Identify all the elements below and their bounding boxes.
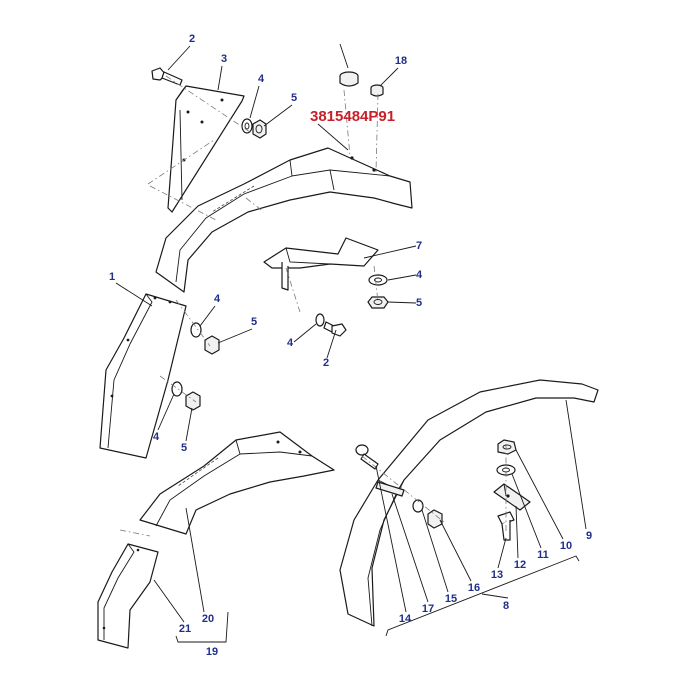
callout-c-4b: 4 bbox=[416, 269, 423, 281]
washer-part-4-left-bottom bbox=[171, 381, 183, 397]
callout-c-1: 1 bbox=[109, 271, 115, 283]
highlighted-part-number: 3815484P91 bbox=[310, 108, 395, 125]
washer-part-4-right bbox=[368, 274, 388, 286]
callout-c-4a: 4 bbox=[258, 73, 265, 85]
callout-c-13: 13 bbox=[491, 569, 503, 581]
callout-c-11: 11 bbox=[537, 549, 549, 561]
nut-part-10 bbox=[497, 439, 517, 455]
mounting-bracket-part-3 bbox=[167, 85, 245, 213]
fender-extension-part-1 bbox=[99, 293, 187, 459]
bolt-part-14 bbox=[355, 444, 379, 470]
callout-c-5b: 5 bbox=[416, 297, 422, 309]
rear-fender-assembly bbox=[155, 147, 413, 293]
cap-part-18-right bbox=[370, 84, 384, 97]
washer-part-15 bbox=[412, 499, 424, 513]
callout-c-5d: 5 bbox=[181, 442, 187, 454]
callout-c-19: 19 bbox=[206, 646, 218, 658]
nut-part-5-left-bottom bbox=[185, 391, 201, 411]
callout-c-14: 14 bbox=[399, 613, 412, 625]
callout-c-7: 7 bbox=[416, 240, 422, 252]
nut-part-5-left-top bbox=[204, 335, 220, 355]
callout-c-20: 20 bbox=[202, 613, 214, 625]
washer-part-4-left-top bbox=[190, 322, 202, 338]
fender-part-20 bbox=[139, 431, 335, 535]
callout-c-3: 3 bbox=[221, 53, 227, 65]
nut-part-5-top bbox=[252, 119, 267, 139]
bolt-part-2-top bbox=[151, 67, 183, 86]
fender-part-9 bbox=[339, 379, 599, 627]
callout-c-5c: 5 bbox=[251, 316, 257, 328]
group-bracket-part-8 bbox=[385, 555, 580, 637]
washer-part-4-top bbox=[241, 118, 253, 134]
washer-part-4-middle bbox=[315, 313, 325, 327]
cap-part-18-left bbox=[339, 71, 359, 87]
callout-c-16: 16 bbox=[468, 582, 480, 594]
callout-c-4d: 4 bbox=[287, 337, 294, 349]
callout-c-2b: 2 bbox=[323, 357, 329, 369]
callout-c-5a: 5 bbox=[291, 92, 297, 104]
callout-c-15: 15 bbox=[445, 593, 457, 605]
callout-leader-lines bbox=[115, 43, 587, 623]
callout-c-21: 21 bbox=[179, 623, 191, 635]
callout-c-10: 10 bbox=[560, 540, 572, 552]
callout-c-9: 9 bbox=[586, 530, 592, 542]
support-bracket-part-7 bbox=[263, 237, 379, 291]
callout-c-18: 18 bbox=[395, 55, 407, 67]
fender-extension-part-21 bbox=[97, 543, 159, 649]
callout-c-2a: 2 bbox=[189, 33, 195, 45]
callout-c-17: 17 bbox=[422, 603, 434, 615]
callout-c-4e: 4 bbox=[153, 431, 160, 443]
callout-c-8: 8 bbox=[503, 600, 509, 612]
group-bracket-part-19 bbox=[175, 611, 229, 643]
callout-c-12: 12 bbox=[514, 559, 526, 571]
assembly-center-lines bbox=[119, 75, 507, 537]
strap-part-17 bbox=[375, 481, 405, 497]
callout-c-4c: 4 bbox=[214, 293, 221, 305]
